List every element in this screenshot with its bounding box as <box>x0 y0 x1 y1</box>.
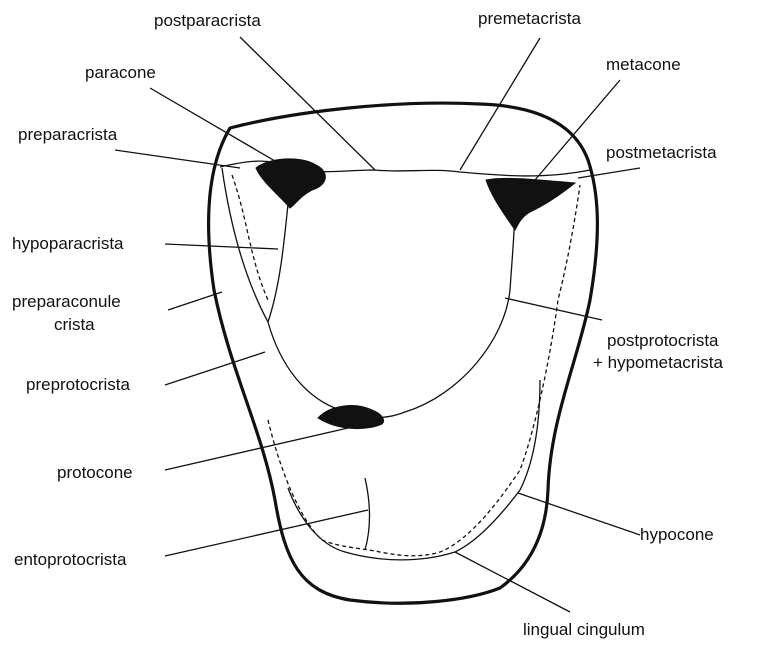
label-preparaconule-line1: preparaconule <box>12 291 121 313</box>
leader-preparacrista <box>115 150 240 168</box>
label-hypoparacrista: hypoparacrista <box>12 233 124 255</box>
label-lingual-cingulum: lingual cingulum <box>523 619 645 641</box>
leader-preprotocrista <box>165 352 265 385</box>
preparaconule-crista-line <box>222 168 268 322</box>
label-preparacrista: preparacrista <box>18 124 117 146</box>
label-postprotocrista-line2: + hypometacrista <box>593 352 723 374</box>
label-entoprotocrista: entoprotocrista <box>14 549 126 571</box>
leader-hypoparacrista <box>165 244 278 249</box>
label-premetacrista: premetacrista <box>478 8 581 30</box>
leader-postmetacrista <box>578 168 640 178</box>
label-postprotocrista-line1: postprotocrista <box>607 330 719 352</box>
leader-metacone <box>535 80 620 180</box>
label-protocone: protocone <box>57 462 133 484</box>
trigon-basin <box>268 185 515 418</box>
label-paracone: paracone <box>85 62 156 84</box>
label-postmetacrista: postmetacrista <box>606 142 717 164</box>
leader-hypocone <box>518 493 640 535</box>
leader-postparacrista <box>240 37 375 170</box>
label-postparacrista: postparacrista <box>154 10 261 32</box>
metacone-cusp <box>486 178 575 230</box>
label-preprotocrista: preprotocrista <box>26 374 130 396</box>
label-preparaconule-line2: crista <box>54 314 95 336</box>
label-hypocone: hypocone <box>640 524 714 546</box>
dashed-lingual <box>268 185 580 556</box>
label-metacone: metacone <box>606 54 681 76</box>
lingual-cingulum-line <box>288 380 540 560</box>
leader-preparaconule <box>168 292 222 310</box>
protocone-cusp <box>318 406 384 429</box>
leader-lingual-cingulum <box>455 552 570 612</box>
paracone-cusp <box>256 159 325 208</box>
entoprotocrista-line <box>365 478 370 550</box>
